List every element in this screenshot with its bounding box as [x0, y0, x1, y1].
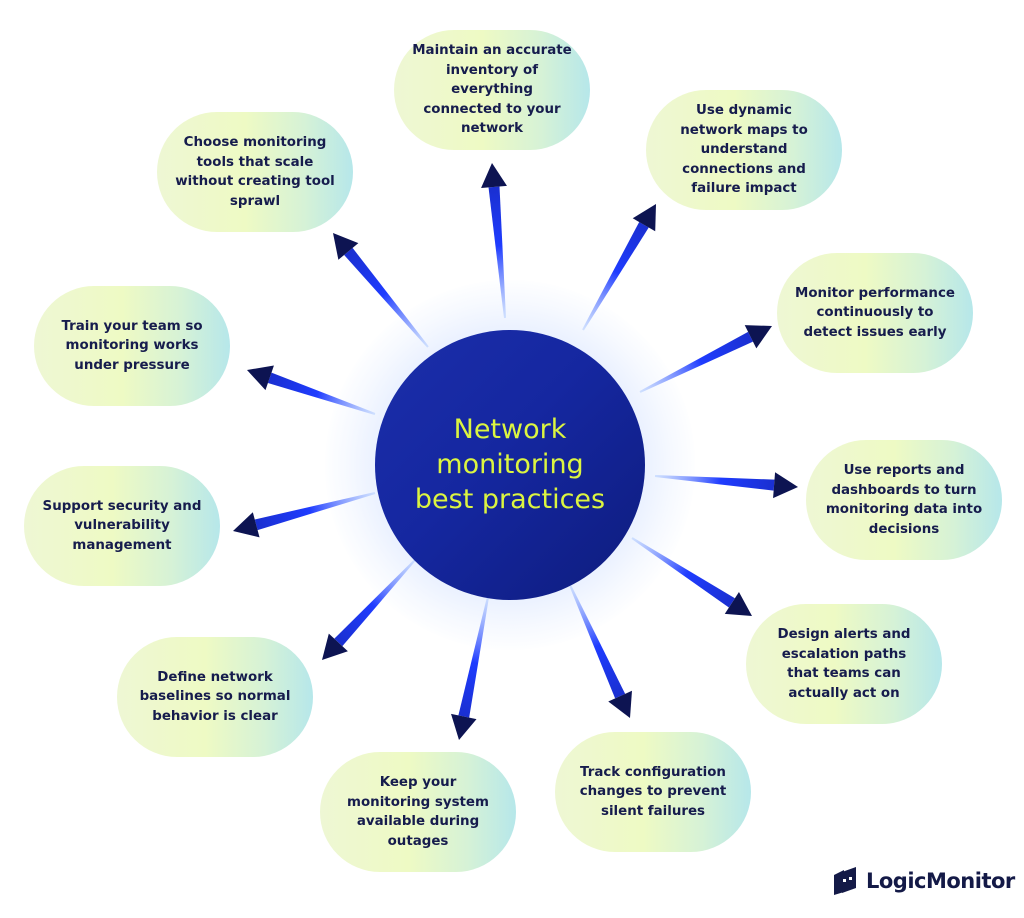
practice-alerts: Design alerts and escalation paths that …	[746, 604, 942, 724]
arrowhead-icon	[724, 592, 752, 616]
arrow-shaft-training	[267, 372, 376, 415]
practice-label: Track configuration changes to prevent s…	[579, 764, 727, 819]
arrow-shaft-maps	[582, 222, 649, 331]
arrowhead-icon	[333, 233, 359, 260]
practice-label: Use dynamic network maps to understand c…	[680, 103, 808, 197]
practice-training: Train your team so monitoring works unde…	[34, 286, 230, 406]
arrow-shaft-availability	[458, 596, 489, 718]
practice-label: Keep your monitoring system available du…	[347, 775, 489, 849]
brand-logo: LogicMonitor	[830, 866, 1015, 896]
arrowhead-icon	[233, 512, 260, 538]
practice-reports: Use reports and dashboards to turn monit…	[806, 440, 1002, 560]
practice-config: Track configuration changes to prevent s…	[555, 732, 751, 852]
arrowhead-icon	[632, 204, 656, 232]
practice-label: Define network baselines so normal behav…	[139, 669, 291, 724]
practice-label: Design alerts and escalation paths that …	[777, 627, 911, 701]
practice-label: Choose monitoring tools that scale witho…	[175, 135, 335, 209]
arrow-shaft-config	[569, 584, 626, 699]
practice-inventory: Maintain an accurate inventory of everyt…	[394, 30, 590, 150]
hub-title: Network monitoring best practices	[414, 413, 606, 515]
practice-label: Maintain an accurate inventory of everyt…	[412, 43, 572, 137]
practice-maps: Use dynamic network maps to understand c…	[646, 90, 842, 210]
brand-name: LogicMonitor	[866, 869, 1015, 893]
arrow-shaft-tools	[344, 247, 429, 348]
practice-label: Support security and vulnerability manag…	[42, 498, 202, 553]
arrow-shaft-security	[254, 492, 376, 531]
arrow-shaft-baselines	[334, 559, 416, 647]
practice-label: Train your team so monitoring works unde…	[61, 318, 203, 373]
practice-baselines: Define network baselines so normal behav…	[117, 637, 313, 757]
arrowhead-icon	[773, 472, 798, 499]
arrow-shaft-alerts	[631, 537, 735, 608]
arrowhead-icon	[481, 163, 507, 189]
logicmonitor-logo-icon	[834, 867, 856, 895]
arrowhead-icon	[608, 690, 632, 718]
practice-tools: Choose monitoring tools that scale witho…	[157, 112, 353, 232]
practice-security: Support security and vulnerability manag…	[24, 466, 220, 586]
practice-label: Monitor performance continuously to dete…	[795, 285, 955, 340]
central-hub: Network monitoring best practices	[375, 330, 645, 600]
arrow-shaft-reports	[654, 475, 775, 491]
practice-availability: Keep your monitoring system available du…	[320, 752, 516, 872]
arrow-shaft-inventory	[488, 186, 506, 319]
arrowhead-icon	[744, 325, 772, 349]
arrowhead-icon	[322, 633, 348, 660]
practice-label: Use reports and dashboards to turn monit…	[825, 463, 983, 537]
arrowhead-icon	[451, 713, 477, 740]
arrow-shaft-performance	[639, 331, 753, 393]
practice-performance: Monitor performance continuously to dete…	[777, 253, 973, 373]
arrowhead-icon	[247, 365, 274, 391]
